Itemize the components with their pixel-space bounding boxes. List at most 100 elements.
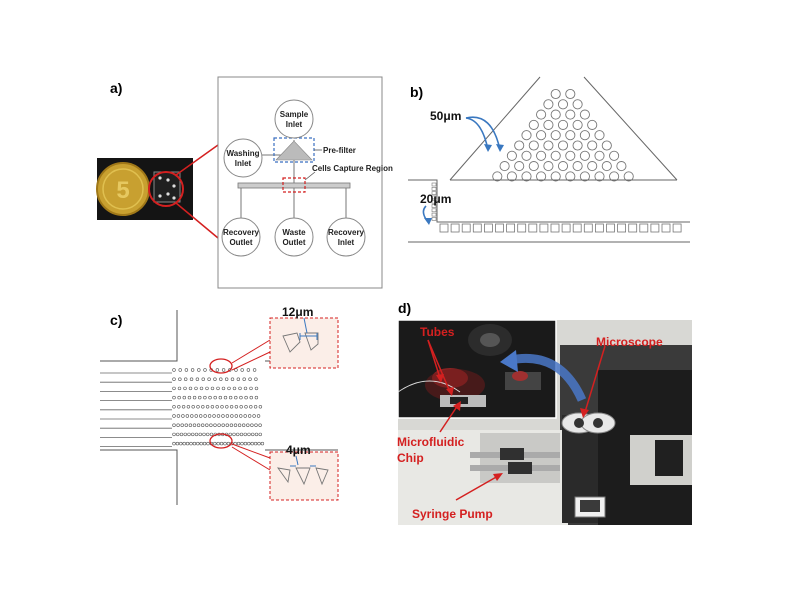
pillar xyxy=(601,140,612,151)
side-trap xyxy=(431,217,437,221)
side-trap-column xyxy=(431,182,437,221)
trap-element xyxy=(233,423,238,427)
zoom-curve-arrow xyxy=(509,353,587,402)
coin-numeral: 5 xyxy=(116,177,129,204)
trap-element xyxy=(199,386,204,391)
trap xyxy=(528,223,538,233)
pillar xyxy=(565,88,576,100)
trap-element xyxy=(177,386,182,391)
pillar xyxy=(579,150,590,161)
trap xyxy=(583,223,593,233)
waste-outlet-circle xyxy=(274,217,314,257)
pillar xyxy=(572,140,583,151)
trap-element xyxy=(196,405,200,409)
pillar xyxy=(557,119,569,130)
trap-element xyxy=(254,395,259,400)
trap-element xyxy=(183,386,187,391)
trap-element xyxy=(196,423,201,427)
trap-element xyxy=(225,423,230,427)
trap-element xyxy=(247,432,251,437)
side-trap xyxy=(431,208,437,213)
pillar xyxy=(601,161,612,172)
trap-element xyxy=(199,414,203,418)
trap-element xyxy=(223,395,228,400)
dim-20um-label: 20μm xyxy=(420,192,451,206)
trap-element xyxy=(205,386,209,391)
side-trap xyxy=(431,199,437,204)
trap xyxy=(628,223,638,233)
trap-element xyxy=(177,405,181,409)
pillar xyxy=(514,140,525,151)
trap-element xyxy=(181,414,185,418)
pillar xyxy=(579,109,590,120)
trap-element xyxy=(191,405,195,409)
trap-element xyxy=(242,423,246,427)
trap-element xyxy=(254,386,259,391)
pillar xyxy=(550,171,561,182)
trap-element xyxy=(198,432,202,437)
trap-element xyxy=(205,423,209,427)
panel-b-label: b) xyxy=(410,84,424,100)
chamber-wall xyxy=(408,179,690,223)
trap-element xyxy=(176,414,181,418)
trap-element xyxy=(172,441,176,446)
trap-element xyxy=(246,423,250,427)
zoom-line-bottom xyxy=(175,202,219,239)
syringe-pump-label: Syringe Pump xyxy=(412,507,493,521)
pillar xyxy=(587,119,598,130)
trap xyxy=(606,223,615,233)
pillar xyxy=(557,161,569,172)
pillar xyxy=(572,99,583,110)
trap xyxy=(495,223,504,233)
trap-element xyxy=(260,441,265,446)
waste-outlet-label: Waste xyxy=(282,228,306,237)
trap-element xyxy=(201,377,205,381)
trap-element xyxy=(186,405,191,409)
trap-element xyxy=(172,405,176,409)
trap-element xyxy=(258,405,263,409)
sample-inlet-label-2: Inlet xyxy=(286,120,303,129)
pillar xyxy=(579,130,590,141)
pillar xyxy=(536,150,547,161)
panel-c-label: c) xyxy=(110,312,123,328)
side-trap xyxy=(431,204,437,208)
pillar xyxy=(543,140,554,151)
zoom-line-top xyxy=(175,144,219,176)
pillar xyxy=(587,140,598,151)
trap-element xyxy=(215,405,219,409)
microfluidic-chip-label: Microfluidic xyxy=(397,435,465,449)
trap-element xyxy=(172,414,176,418)
trap-element xyxy=(182,395,187,400)
trap xyxy=(483,223,493,233)
trap-element xyxy=(258,432,262,437)
trap-element xyxy=(248,377,252,381)
trap-element xyxy=(239,405,243,409)
pillar xyxy=(499,161,510,172)
pillar xyxy=(506,171,517,182)
recovery-inlet-label-2: Inlet xyxy=(338,238,355,247)
trap-element xyxy=(182,441,186,446)
pillar xyxy=(528,119,539,130)
pillar xyxy=(528,161,539,172)
trap-element xyxy=(243,414,247,418)
dim-12um-label: 12μm xyxy=(282,305,313,319)
capture-channel xyxy=(237,182,351,189)
tubes-label: Tubes xyxy=(420,325,455,339)
trap-element xyxy=(227,386,231,391)
pillar xyxy=(565,171,576,182)
chip-image xyxy=(153,171,181,203)
trap-element xyxy=(187,395,192,400)
trap xyxy=(439,223,449,233)
trap-element xyxy=(215,368,220,372)
inset-top xyxy=(269,317,339,369)
zoom-circle-bottom xyxy=(209,433,233,449)
trap-element xyxy=(234,414,239,418)
trap-element xyxy=(257,441,261,446)
trap-element xyxy=(254,423,258,427)
trap-element xyxy=(213,377,217,381)
trap-element xyxy=(178,377,182,381)
trap-element xyxy=(252,414,256,418)
trap xyxy=(595,223,604,233)
trap-element xyxy=(249,386,253,391)
pillar xyxy=(506,150,517,161)
